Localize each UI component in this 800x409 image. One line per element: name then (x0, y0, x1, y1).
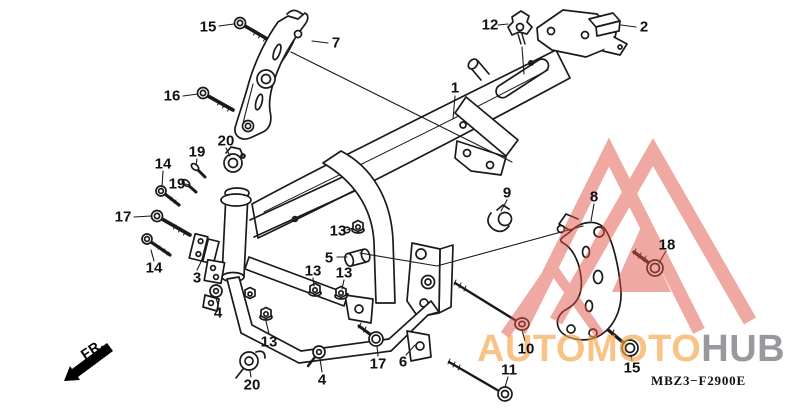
part-12-stay (507, 10, 535, 75)
part-callout-8: 8 (589, 188, 599, 206)
part-callout-13: 13 (304, 262, 322, 280)
part-callout-11: 11 (501, 361, 517, 379)
part-20-clamp-top (223, 146, 246, 173)
part-callout-12: 12 (481, 16, 499, 34)
bolt-16 (196, 86, 235, 112)
part-2-pad (588, 12, 621, 37)
part-callout-9: 9 (502, 184, 512, 202)
part-callout-19: 19 (168, 175, 186, 193)
part-callout-20: 20 (217, 132, 235, 150)
cross-strut (244, 256, 349, 307)
part-20-clamp-bottom (235, 350, 266, 379)
part-callout-13: 13 (260, 333, 278, 351)
part-callout-19: 19 (188, 143, 206, 161)
part-callout-15: 15 (199, 18, 217, 36)
part-callout-1: 1 (450, 79, 460, 97)
bolt-17-left (150, 209, 192, 237)
part-callout-14: 14 (154, 155, 172, 173)
part-callout-13: 13 (329, 222, 347, 240)
part-callout-17: 17 (114, 208, 132, 226)
part-8-bracket (556, 213, 622, 341)
frame-backbone (251, 49, 571, 239)
steering-head-tube (220, 187, 252, 283)
part-callout-18: 18 (658, 236, 676, 254)
part-callout-5: 5 (324, 249, 334, 267)
part-callout-13: 13 (335, 264, 353, 282)
part-9-clamp (487, 204, 513, 233)
part-4-dampers (203, 284, 326, 368)
stand-bracket (344, 294, 374, 324)
part-6-bracket (406, 330, 432, 362)
part-callout-2: 2 (639, 18, 649, 36)
wire-guide-loop (495, 58, 550, 99)
part-callout-15: 15 (623, 359, 641, 377)
watermark-wordmark: AUTOMOTOHUB (477, 330, 785, 368)
part-callout-7: 7 (331, 34, 341, 52)
bolt-10 (453, 279, 530, 331)
part-callout-16: 16 (163, 87, 181, 105)
part-3-plates (188, 232, 220, 265)
watermark-text-hub: HUB (701, 328, 786, 370)
part-callout-10: 10 (517, 340, 535, 358)
callout-leader-lines (133, 23, 667, 388)
part-13-nuts (244, 219, 365, 321)
part-callout-14: 14 (145, 259, 163, 277)
watermark-text-automoto: AUTOMOTO (477, 328, 702, 370)
bolt-11 (447, 358, 513, 402)
lower-rail (226, 276, 440, 364)
bolt-14a (155, 185, 181, 207)
bolt-15-top (233, 16, 271, 42)
part-callout-4: 4 (213, 304, 223, 322)
center-down-tube (322, 150, 396, 304)
bolt-17-bottom (357, 322, 384, 347)
part-callout-17: 17 (369, 355, 387, 373)
head-tube-fittings (202, 215, 351, 312)
bolt-14b (141, 233, 172, 257)
rear-down-tube (454, 96, 519, 176)
part-callout-4: 4 (317, 371, 327, 389)
drawing-code: MBZ3−F2900E (651, 373, 746, 388)
pivot-plates (406, 242, 454, 318)
part-7-bracket (234, 9, 309, 140)
part-callout-20: 20 (243, 376, 261, 394)
backbone-stub (467, 58, 490, 81)
part-callout-3: 3 (192, 269, 202, 287)
fr-direction-arrow (64, 343, 113, 381)
part-callout-6: 6 (398, 353, 408, 371)
